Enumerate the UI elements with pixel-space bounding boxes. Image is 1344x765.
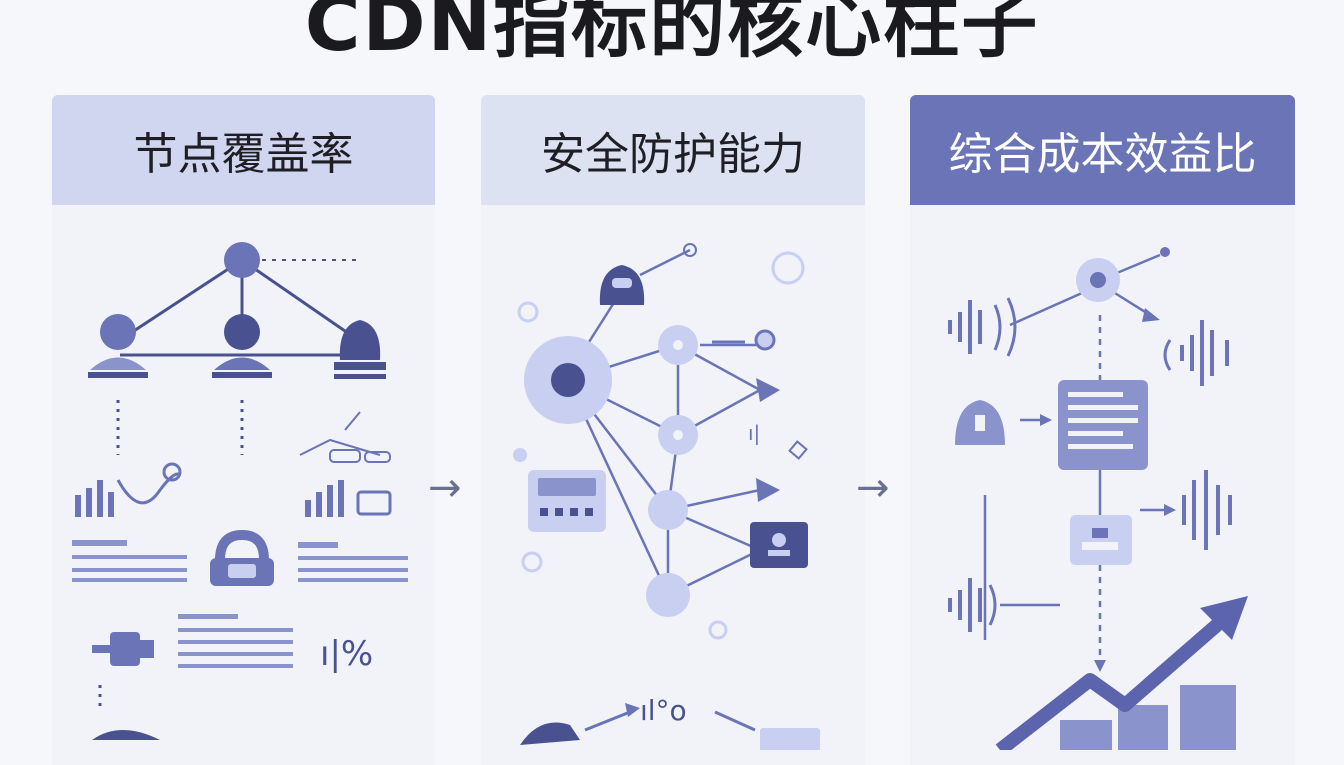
plug-icon xyxy=(92,632,154,666)
bar-chart-icon xyxy=(75,480,344,517)
network-node xyxy=(648,490,688,530)
alarm-bell-icon xyxy=(599,265,645,305)
column-header-node-coverage: 节点覆盖率 xyxy=(52,95,435,205)
person-node-icon xyxy=(88,314,148,378)
alert-bell-icon xyxy=(955,400,1005,445)
central-hub-node xyxy=(551,363,585,397)
control-panel-icon xyxy=(528,470,606,532)
cost-flow-lines xyxy=(983,253,1170,660)
bell-node-icon xyxy=(334,320,386,379)
glasses-icon xyxy=(299,411,391,463)
document-icon xyxy=(1058,380,1148,470)
text-lines-icon xyxy=(72,540,408,668)
small-panel-icon xyxy=(1070,515,1132,565)
dotted-connectors xyxy=(98,400,244,710)
svg-text:ıl°o: ıl°o xyxy=(640,694,687,727)
column-header-security: 安全防护能力 xyxy=(481,95,865,205)
decor-circle xyxy=(771,251,805,285)
growth-bar-chart-icon xyxy=(1060,685,1236,750)
bottom-flow-icons: ıl°o xyxy=(520,694,820,750)
signal-glyph-icon: ı| xyxy=(748,421,760,445)
bottom-icon xyxy=(92,730,160,740)
column-header-cost-efficiency: 综合成本效益比 xyxy=(910,95,1295,205)
key-icon xyxy=(712,329,776,351)
id-card-icon xyxy=(750,522,808,568)
flow-arrow-1: → xyxy=(428,465,462,511)
target-node-icon xyxy=(1076,258,1120,302)
person-node-icon xyxy=(212,314,272,378)
signal-glyph-icon: ı|% xyxy=(320,634,373,674)
flow-arrow-2: → xyxy=(856,465,890,511)
page-title: CDN指标的核心柱子 xyxy=(304,0,1040,68)
trend-arrow-icon xyxy=(995,596,1248,750)
network-node xyxy=(646,573,690,617)
curve-icon xyxy=(116,472,182,505)
lock-icon xyxy=(210,529,274,586)
wave-signal-icons xyxy=(948,300,1232,632)
card-icon xyxy=(356,490,392,516)
diamond-icon xyxy=(788,440,808,460)
top-node-icon xyxy=(224,242,260,278)
